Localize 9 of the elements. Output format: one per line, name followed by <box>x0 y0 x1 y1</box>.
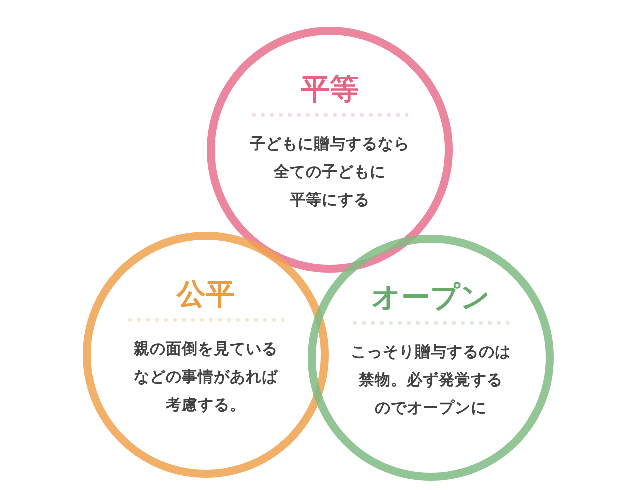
ring-circle <box>308 235 554 481</box>
description-text: こっそり贈与するのは禁物。必ず発覚するのでオープンに <box>351 342 511 419</box>
circle-title: 平等 <box>301 72 359 106</box>
ring-circle <box>83 232 329 478</box>
description-text: 親の面倒を見ているなどの事情があれば考慮する。 <box>134 339 278 416</box>
circle-title: 公平 <box>177 277 235 311</box>
circle-title: オープン <box>372 280 490 314</box>
ring-circle <box>207 27 453 273</box>
description-text: 子どもに贈与するなら全ての子どもに平等にする <box>250 134 410 211</box>
